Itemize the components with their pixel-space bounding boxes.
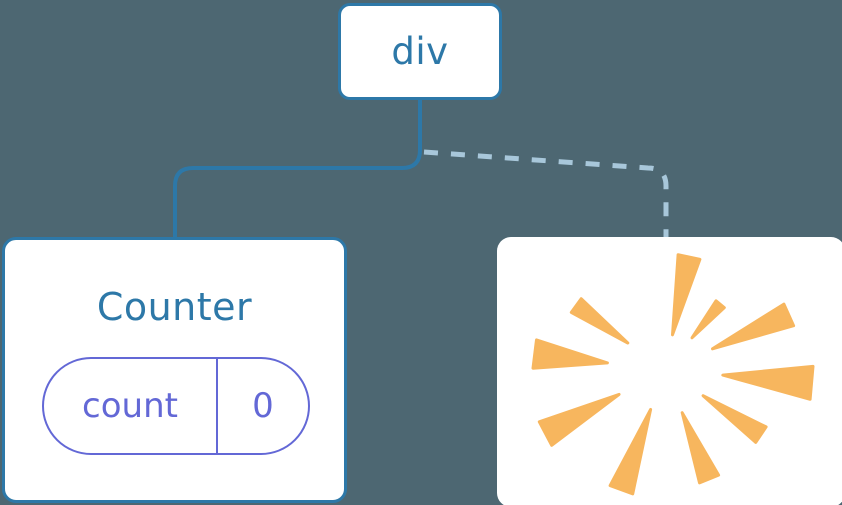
rerender-burst-node[interactable] xyxy=(497,237,842,505)
div-node[interactable]: div xyxy=(338,3,502,100)
edge-div-to-burst xyxy=(423,149,669,237)
state-value-label: 0 xyxy=(252,386,274,426)
state-key-label: count xyxy=(82,386,178,426)
burst-ray-10 xyxy=(569,297,630,345)
burst-ray-2 xyxy=(690,299,726,340)
burst-ray-5 xyxy=(701,394,768,444)
state-key-cell: count xyxy=(44,359,218,453)
counter-node-title: Counter xyxy=(96,285,253,329)
burst-ray-9 xyxy=(531,338,609,370)
burst-ray-8 xyxy=(537,392,621,447)
edge-div-to-counter xyxy=(173,98,422,239)
div-node-title: div xyxy=(391,30,449,73)
burst-ray-7 xyxy=(608,408,653,496)
sparkle-burst-icon xyxy=(531,253,815,496)
burst-ray-1 xyxy=(671,253,702,337)
burst-ray-3 xyxy=(711,302,796,351)
state-value-cell: 0 xyxy=(218,359,308,453)
counter-state-pill[interactable]: count 0 xyxy=(42,357,310,455)
burst-ray-6 xyxy=(680,411,721,485)
burst-ray-4 xyxy=(721,364,815,401)
